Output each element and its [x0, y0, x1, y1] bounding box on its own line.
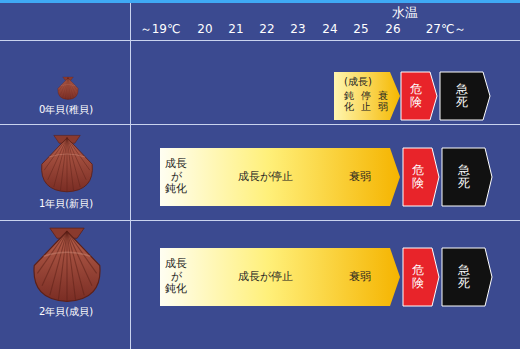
axis-title: 水温 — [392, 5, 418, 21]
danger-arrow: 危険 — [401, 72, 437, 120]
arrow-text: (成長) — [344, 76, 372, 88]
temperature-tick: 23 — [290, 22, 305, 36]
scallop-illustration — [58, 77, 78, 100]
arrow-text: 衰弱 — [349, 270, 371, 283]
danger-arrow: 危険 — [403, 248, 439, 306]
growth-arrow: 成長 が 鈍化 成長が停止 衰弱 — [160, 248, 400, 306]
grid-line — [0, 220, 520, 221]
temperature-tick: ～19℃ — [140, 22, 181, 36]
arrow-text: 鈍化 — [344, 90, 354, 112]
arrow-text: 危険 — [412, 164, 424, 190]
grid-line — [0, 40, 520, 41]
arrow-text: 危険 — [412, 264, 424, 290]
temperature-tick: 25 — [353, 22, 368, 36]
arrow-text: 急死 — [456, 83, 468, 109]
temperature-tick: 26 — [385, 22, 400, 36]
temperature-tick: 22 — [259, 22, 274, 36]
scallop-illustration — [34, 228, 100, 301]
death-arrow: 急死 — [442, 248, 492, 306]
temperature-tick: 24 — [322, 22, 337, 36]
danger-arrow: 危険 — [403, 148, 439, 206]
arrow-text: 停止 — [361, 90, 371, 112]
arrow-text: 危険 — [410, 83, 422, 109]
temperature-tick: 27℃～ — [426, 22, 467, 36]
growth-arrow: 成長 が 鈍化 成長が停止 衰弱 — [160, 148, 400, 206]
arrow-text: 成長 が 鈍化 — [164, 258, 188, 296]
death-arrow: 急死 — [440, 72, 490, 120]
arrow-text: 成長 が 鈍化 — [164, 158, 188, 196]
arrow-text: 急死 — [458, 164, 470, 190]
age-label: 0年貝(稚貝) — [39, 104, 93, 116]
arrow-text: 衰弱 — [378, 90, 388, 112]
arrow-text: 成長が停止 — [238, 270, 293, 283]
scallop-illustration — [42, 135, 93, 191]
arrow-text: 衰弱 — [349, 170, 371, 183]
death-arrow: 急死 — [442, 148, 492, 206]
grid-line — [0, 124, 520, 125]
growth-arrow: (成長) 鈍化停止衰弱 — [334, 72, 400, 120]
temperature-tick: 20 — [197, 22, 212, 36]
arrow-text: 急死 — [458, 264, 470, 290]
temperature-tick: 21 — [228, 22, 243, 36]
grid-line — [130, 3, 131, 349]
age-label: 2年貝(成貝) — [39, 306, 93, 318]
arrow-text: 成長が停止 — [238, 170, 293, 183]
top-stripe — [0, 0, 520, 3]
age-label: 1年貝(新貝) — [39, 198, 93, 210]
